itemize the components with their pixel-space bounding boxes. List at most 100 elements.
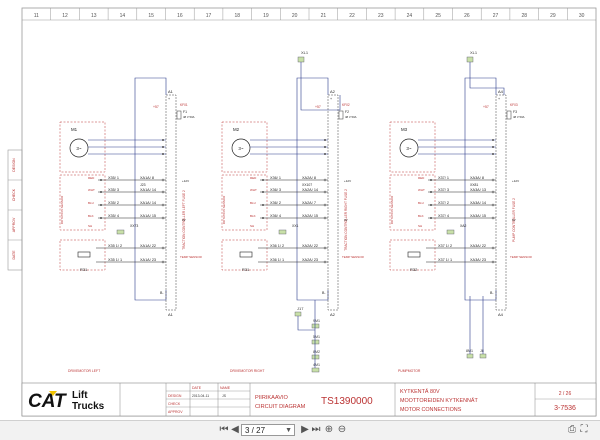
side-label: CHECK (12, 188, 16, 201)
motor-symbol (231, 138, 251, 158)
cat-logo-triangle (49, 391, 57, 396)
design-name: JS (222, 394, 227, 398)
terminal-x: X36/ 2 (270, 201, 281, 205)
wire-color: BLK (88, 214, 94, 218)
section-caption: DRIVEMOTOR LEFT (68, 369, 100, 373)
column-number: 25 (435, 13, 441, 19)
terminal-x: X36 1/ 1 (270, 258, 284, 262)
terminal-x: X35/ 1 (108, 176, 119, 180)
extra-ref: XX1 (292, 224, 299, 228)
wire-pos: + (168, 97, 170, 101)
wire-color: RED (250, 176, 257, 180)
terminal-x: X37/ 3 (438, 188, 449, 192)
terminal-a: XA3A/ 22 (470, 244, 486, 248)
terminal-x: X35/ 2 (108, 201, 119, 205)
sheet-number: 3-7536 (554, 405, 576, 412)
section-caption: PUMPMOTOR (398, 369, 421, 373)
controller-code: KF02 (342, 103, 350, 107)
sheet-count: 2 / 26 (559, 391, 572, 397)
column-number: 21 (321, 13, 327, 19)
terminal-x: X36/ 4 (270, 214, 281, 218)
fuse-value: 48 V 50A (513, 115, 525, 119)
controller-code: KF03 (510, 103, 518, 107)
ref-mid-1: 9M1 (313, 319, 320, 323)
vplus-label: +12V (182, 179, 189, 183)
date-header: DATE (192, 386, 202, 390)
page-number-field[interactable]: 3 / 27 ▼ (241, 424, 295, 436)
terminal-x: X37/ 1 (438, 176, 449, 180)
drawing-number: TS1390000 (321, 396, 373, 407)
encoder-frame (389, 174, 436, 231)
motor-symbol (399, 138, 419, 158)
fuse-label: F3 (513, 110, 517, 114)
extra-ref-2: J23 (140, 183, 146, 187)
temp-sensor-symbol (239, 251, 253, 258)
wire-color: BLK (250, 214, 256, 218)
column-number: 28 (521, 13, 527, 19)
terminal-a: XA2A/ 7 (302, 201, 316, 205)
terminal-a: XA1A/ 14 (140, 188, 156, 192)
zoom-out-icon[interactable]: ⊖ (337, 424, 347, 435)
side-revision-block: DESIGN CHECK APPROV DATE (7, 149, 23, 271)
vplus-label: +12V (344, 179, 351, 183)
resistor-label: R32 (410, 267, 418, 272)
terminal-a: XA1A/ 15 (140, 214, 156, 218)
column-number: 27 (493, 13, 499, 19)
terminal-a: XA2A/ 23 (302, 258, 318, 262)
terminal-x: X36/ 3 (270, 188, 281, 192)
ref-br-1: 8M1 (466, 349, 473, 353)
column-number: 26 (464, 13, 470, 19)
wire-neg: B- (322, 291, 326, 295)
terminal-x: X36 1/ 2 (270, 244, 284, 248)
column-number: 18 (234, 13, 240, 19)
print-icon[interactable]: ⎙ (568, 424, 576, 435)
zoom-in-icon[interactable]: ⊕ (324, 424, 334, 435)
extra-ref-2: XX81 (470, 183, 478, 187)
fuse-symbol (338, 110, 344, 120)
column-number: 13 (91, 13, 97, 19)
column-number: 11 (34, 13, 39, 19)
column-number: 12 (62, 13, 68, 19)
controller-bottom-label: A1 (168, 312, 174, 317)
wire-color: BLU (88, 201, 94, 205)
fullscreen-icon[interactable]: ⛶ (580, 424, 588, 435)
controller-code: KF01 (180, 103, 188, 107)
terminal-a: XA3A/ 23 (470, 258, 486, 262)
ref-mid-3: 8M2 (313, 350, 320, 354)
terminal-a: XA1A/ 22 (140, 244, 156, 248)
wire-pos: + (498, 97, 500, 101)
last-page-icon[interactable]: ⏭ (311, 424, 321, 435)
prev-page-icon[interactable]: ◀ (231, 424, 239, 435)
controller-bottom-label: A2 (330, 312, 336, 317)
column-number: 15 (148, 13, 154, 19)
svg-text:3~: 3~ (406, 146, 412, 151)
controller-side-text: PUMP CONTROLLER FUSE 2 (512, 198, 516, 242)
desc-line2: MOOTTOREIDEN KYTKENNÄT (400, 397, 478, 404)
first-page-icon[interactable]: ⏮ (219, 424, 229, 435)
resistor-label: R31 (80, 267, 88, 272)
terminal-a: XA2A/ 8 (302, 176, 316, 180)
next-page-icon[interactable]: ▶ (301, 424, 309, 435)
column-number: 19 (263, 13, 269, 19)
terminal-x: X35 1/ 2 (108, 244, 122, 248)
terminal-x: X37 1/ 1 (438, 258, 452, 262)
fuse-value: 48 V 50A (345, 115, 357, 119)
logo-lift: Lift (72, 390, 88, 401)
vzero-label: 0V (344, 218, 348, 222)
terminal-x: X37/ 4 (438, 214, 449, 218)
motor-label: M1 (71, 127, 78, 132)
chevron-down-icon[interactable]: ▼ (285, 427, 292, 434)
english-title: CIRCUIT DIAGRAM (255, 404, 306, 410)
check-label: CHECK (168, 402, 181, 406)
column-number: 16 (177, 13, 183, 19)
terminal-a: XA1A/ 14 (140, 201, 156, 205)
motor-label: M2 (233, 127, 240, 132)
encoder-label: ROTATION SENSOR (60, 195, 64, 224)
wire-color: WHT (418, 188, 425, 192)
ref-br-2: J8 (480, 349, 484, 353)
ref-tag-top-2: XL1 (470, 50, 478, 55)
temp-label: TEMP SENSOR (342, 255, 365, 259)
controller-side-text: TRACTION CONTROLLER LEFT FUSE 2 (182, 190, 186, 250)
